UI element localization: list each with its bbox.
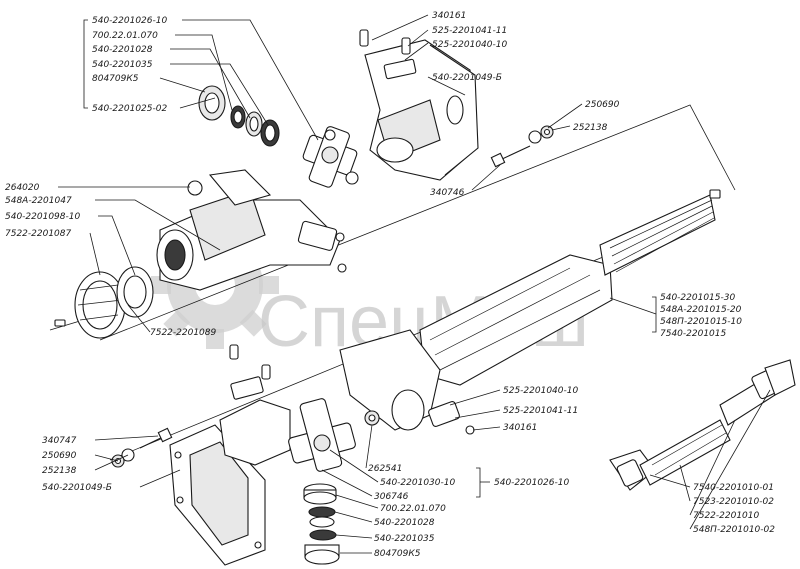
part-number-label: 250690 (42, 451, 77, 461)
part-number-label: 7522-2201087 (5, 229, 72, 239)
bearing-stack-bottom (303, 483, 340, 565)
part-number-label: 525-2201040-10 (503, 386, 578, 396)
flange-yoke-top (359, 29, 479, 181)
leader-lines (58, 14, 771, 554)
part-number-label: 262541 (368, 464, 402, 474)
part-number-label: 7522-2201089 (150, 328, 217, 338)
part-number-label: 804709К5 (374, 549, 421, 559)
bearing-stack-top (198, 85, 280, 147)
part-number-label: 540-2201028 (374, 518, 435, 528)
part-number-label: 7540-2201010-01 (693, 483, 774, 493)
part-number-label: 540-2201028 (92, 45, 153, 55)
part-number-label: 7522-2201010 (693, 511, 760, 521)
part-number-label: 264020 (5, 183, 40, 193)
part-number-label: 340161 (432, 11, 466, 21)
grease-fitting (364, 410, 380, 426)
part-number-label: 340746 (430, 188, 465, 198)
callout-labels: 540-2201026-10 700.22.01.070 540-2201028… (5, 11, 775, 559)
part-number-label: 540-2201026-10 (494, 478, 569, 488)
part-number-label: 7540-2201015 (660, 329, 727, 339)
bolt-nut-top-right (490, 125, 554, 168)
slip-yoke-left (156, 169, 347, 291)
part-number-label: 540-2201015-30 (660, 293, 735, 303)
part-number-label: 340161 (503, 423, 537, 433)
part-number-label: 306746 (374, 492, 409, 502)
seal-rings-left (54, 266, 154, 339)
part-number-label: 548А-2201015-20 (660, 305, 742, 315)
part-number-label: 525-2201041-11 (432, 26, 507, 36)
part-number-label: 700.22.01.070 (92, 31, 158, 41)
part-number-label: 525-2201041-11 (503, 406, 578, 416)
part-number-label: 252138 (573, 123, 608, 133)
part-number-label: 700.22.01.070 (380, 504, 446, 514)
part-number-label: 540-2201035 (374, 534, 435, 544)
part-number-label: 540-2201049-Б (42, 483, 112, 493)
part-number-label: 540-2201025-02 (92, 104, 167, 114)
yoke-bottom (219, 344, 291, 466)
driveshaft-tube (339, 189, 721, 435)
part-number-label: 540-2201026-10 (92, 16, 167, 26)
part-number-label: 340747 (42, 436, 77, 446)
part-number-label: 540-2201035 (92, 60, 153, 70)
part-number-label: 525-2201040-10 (432, 40, 507, 50)
spider-cross-bottom (288, 398, 356, 472)
bolt-nut-bottom-left (111, 427, 173, 468)
part-number-label: 7523-2201010-02 (693, 497, 774, 507)
part-number-label: 548П-2201010-02 (693, 525, 775, 535)
part-number-label: 804709К5 (92, 74, 139, 84)
part-number-label: 548П-2201015-10 (660, 317, 742, 327)
part-number-label: 250690 (585, 100, 620, 110)
part-number-label: 540-2201098-10 (5, 212, 80, 222)
part-number-label: 252138 (42, 466, 77, 476)
part-number-label: 548А-2201047 (5, 196, 72, 206)
assembled-shaft-thumbnail (609, 359, 796, 491)
part-number-label: 540-2201030-10 (380, 478, 455, 488)
part-number-label: 540-2201049-Б (432, 73, 502, 83)
spider-cross-top (302, 126, 359, 188)
